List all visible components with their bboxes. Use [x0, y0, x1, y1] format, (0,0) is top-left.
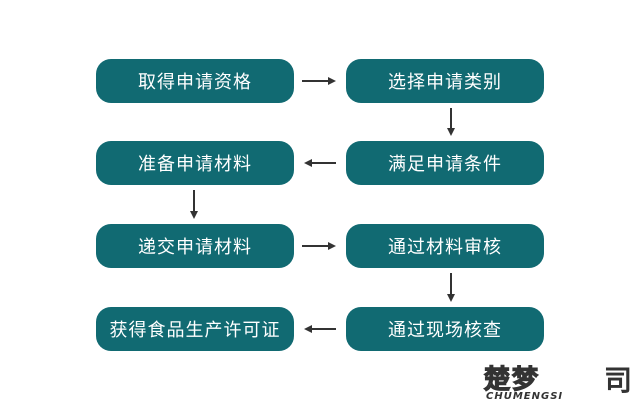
- step-prepare-materials: 准备申请材料: [96, 141, 294, 185]
- watermark-glyph: 司: [603, 364, 632, 397]
- watermark-latin: CHUMENGSI: [486, 391, 564, 402]
- step-select-category: 选择申请类别: [346, 59, 544, 103]
- watermark-logo: 楚梦 司 CHUMENGSI: [483, 359, 632, 407]
- step-pass-material-review: 通过材料审核: [346, 224, 544, 268]
- step-obtain-license: 获得食品生产许可证: [96, 307, 294, 351]
- step-obtain-qualification: 取得申请资格: [96, 59, 294, 103]
- step-pass-onsite-inspection: 通过现场核查: [346, 307, 544, 351]
- step-submit-materials: 递交申请材料: [96, 224, 294, 268]
- step-meet-conditions: 满足申请条件: [346, 141, 544, 185]
- watermark-brand: 楚梦: [483, 364, 541, 395]
